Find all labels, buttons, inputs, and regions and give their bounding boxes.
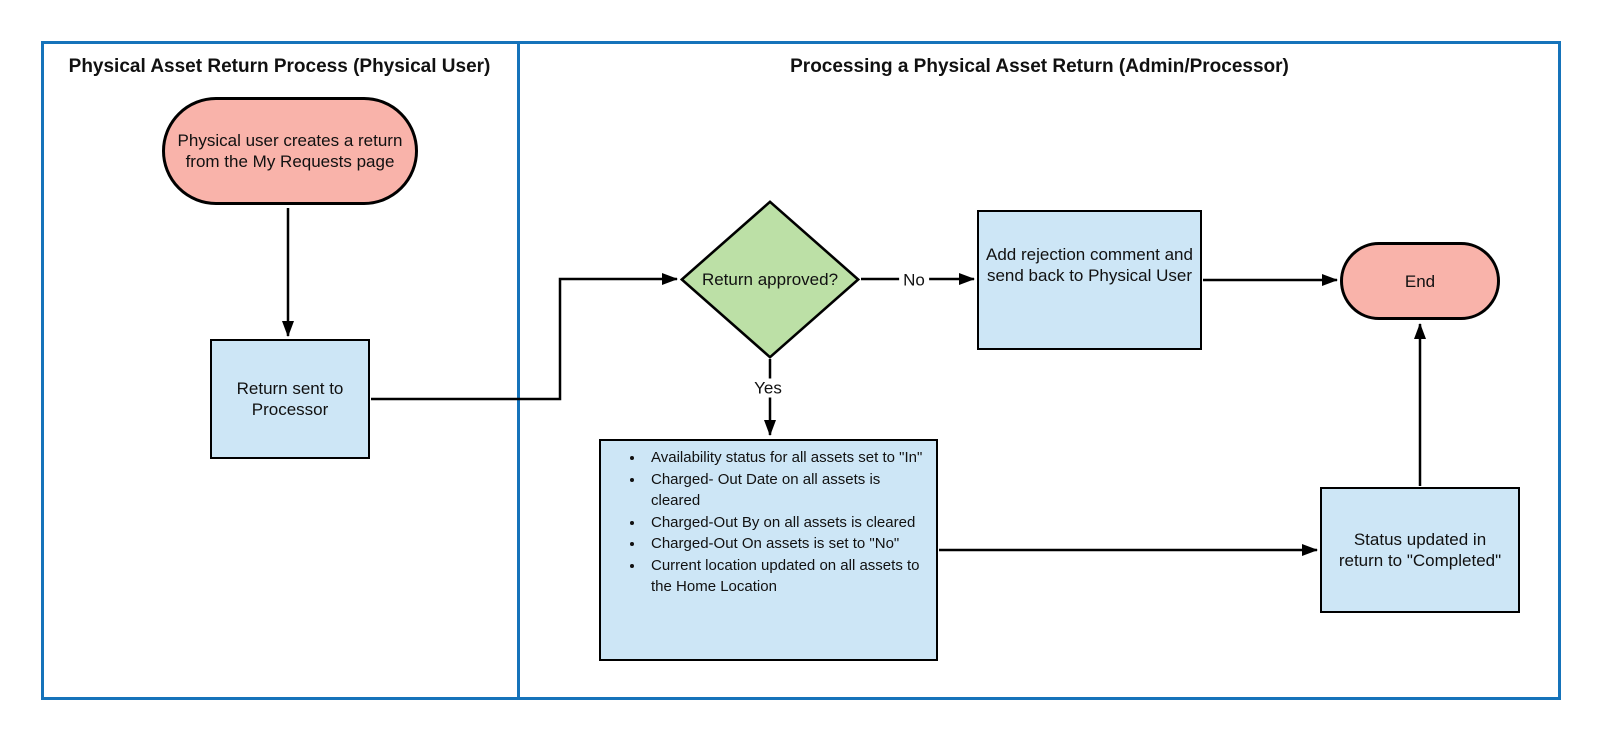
process-asset-updates: Availability status for all assets set t… [599,439,938,661]
process-return-sent-label: Return sent to Processor [236,379,344,419]
terminator-end: End [1340,242,1500,320]
edge-return-sent-to-decision [371,273,678,401]
process-add-rejection-label: Add rejection comment and send back to P… [986,245,1193,285]
lane-title-admin-processor: Processing a Physical Asset Return (Admi… [790,56,1289,77]
bullet-item: Availability status for all assets set t… [645,447,932,469]
edge-label-yes: Yes [750,378,786,398]
bullet-item: Charged- Out Date on all assets is clear… [645,469,932,512]
bullet-item: Charged-Out On assets is set to "No" [645,533,932,555]
process-status-updated: Status updated in return to "Completed" [1320,487,1520,613]
terminator-start: Physical user creates a return from the … [162,97,418,205]
asset-updates-list: Availability status for all assets set t… [601,441,936,598]
decision-label: Return approved? [701,269,839,289]
decision-return-approved: Return approved? [680,200,860,359]
terminator-start-label: Physical user creates a return from the … [177,131,403,171]
bullet-item: Charged-Out By on all assets is cleared [645,512,932,534]
swimlane-border [41,41,1561,700]
process-add-rejection: Add rejection comment and send back to P… [977,210,1202,350]
diamond-shape [680,200,860,359]
edge-label-no: No [899,270,929,290]
lane-title-physical-user: Physical Asset Return Process (Physical … [68,56,491,77]
lane-divider [517,41,520,700]
process-return-sent: Return sent to Processor [210,339,370,459]
bullet-item: Current location updated on all assets t… [645,555,932,598]
diamond-polygon [680,200,860,359]
process-status-updated-label: Status updated in return to "Completed" [1338,530,1502,570]
terminator-end-label: End [1404,271,1436,291]
